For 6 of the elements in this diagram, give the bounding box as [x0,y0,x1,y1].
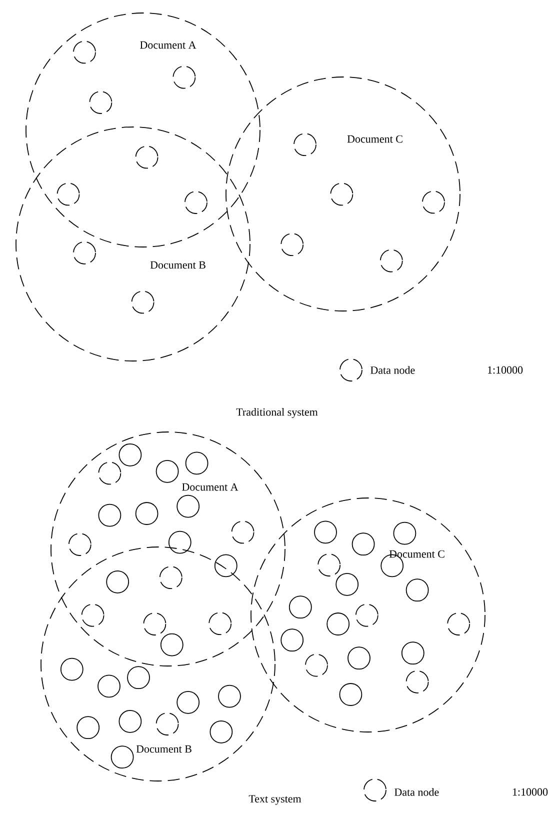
scale-label: 1:10000 [488,366,523,374]
caption: Text system [248,795,302,805]
legend-text: Data node [370,366,415,374]
legend-text: Data node [394,788,439,796]
caption: Traditional system [236,408,318,418]
scale-label: 1:10000 [512,788,548,796]
